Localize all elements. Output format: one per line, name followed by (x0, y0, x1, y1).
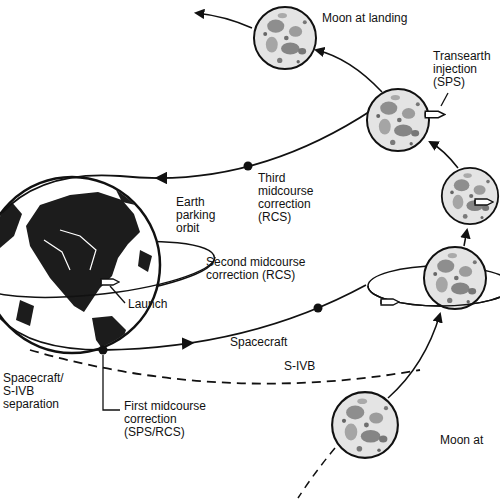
correction-dot (99, 346, 108, 355)
correction-dot (314, 304, 323, 313)
moon-path (298, 448, 335, 498)
moon-at-launch (332, 392, 398, 458)
callout-label: Moon at landing (322, 12, 407, 25)
moon-path (196, 13, 252, 28)
lunar-orbit-front (368, 286, 500, 306)
callout-label: Third midcourse correction (RCS) (258, 172, 326, 224)
s-ivb-path (30, 350, 420, 384)
callout-label: Moon at (440, 434, 483, 447)
direction-arrow (157, 177, 165, 179)
callout-label: S-IVB (284, 360, 315, 373)
moon-at-landing (254, 7, 316, 69)
leader-line (110, 286, 125, 303)
correction-dot (244, 162, 253, 171)
callout-label: Launch (128, 298, 167, 311)
spacecraft (381, 299, 399, 305)
moon-lunar-orbit (424, 247, 486, 309)
moon-path (388, 314, 440, 398)
callout-label: Second midcourse correction (RCS) (206, 256, 312, 282)
spacecraft-trajectory (0, 285, 366, 350)
launch-vehicle (101, 279, 119, 285)
moon-path (316, 50, 382, 92)
callout-label: First midcourse correction (SPS/RCS) (124, 400, 224, 439)
callout-label: Transearth injection (SPS) (433, 50, 497, 89)
moon-path (464, 230, 467, 246)
spacecraft-sps (425, 111, 445, 118)
callout-label: Spacecraft (230, 336, 287, 349)
moon-transearth (367, 89, 429, 151)
moon (442, 168, 498, 224)
leader-line (441, 93, 448, 106)
spacecraft (475, 199, 493, 205)
leader-line (103, 355, 120, 410)
earth-globe (0, 177, 160, 354)
moon-path (430, 142, 458, 168)
callout-label: Earth parking orbit (176, 196, 228, 235)
direction-arrow (183, 342, 192, 344)
callout-label: Spacecraft/ S-IVB separation (3, 372, 71, 411)
parking-orbit-front (0, 257, 215, 297)
